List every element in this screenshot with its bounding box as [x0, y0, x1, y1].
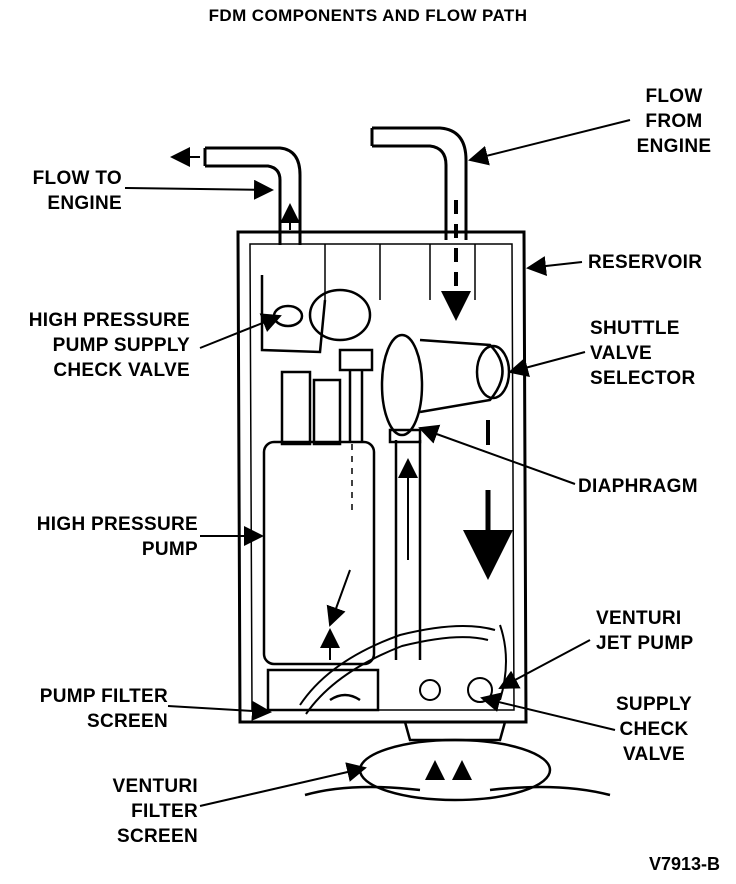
- venturi-filter-screen: [304, 721, 611, 802]
- label-reservoir: RESERVOIR: [588, 252, 703, 273]
- venturi-hoses: [299, 624, 507, 715]
- center-column: [338, 348, 422, 660]
- pump-filter-screen: [266, 668, 380, 712]
- outlet-tube: [203, 146, 302, 245]
- high-pressure-pump: [262, 370, 376, 666]
- outlet-flow-arrows: [170, 147, 300, 230]
- label-diaphragm: DIAPHRAGM: [578, 476, 698, 497]
- figure-code: V7913-B: [648, 854, 720, 874]
- diagram-title: FDM COMPONENTS AND FLOW PATH: [208, 6, 528, 25]
- check-valve-housing: [260, 275, 372, 354]
- inlet-tube: [370, 126, 468, 240]
- reservoir-body: [236, 230, 528, 724]
- leader-lines: [124, 119, 631, 807]
